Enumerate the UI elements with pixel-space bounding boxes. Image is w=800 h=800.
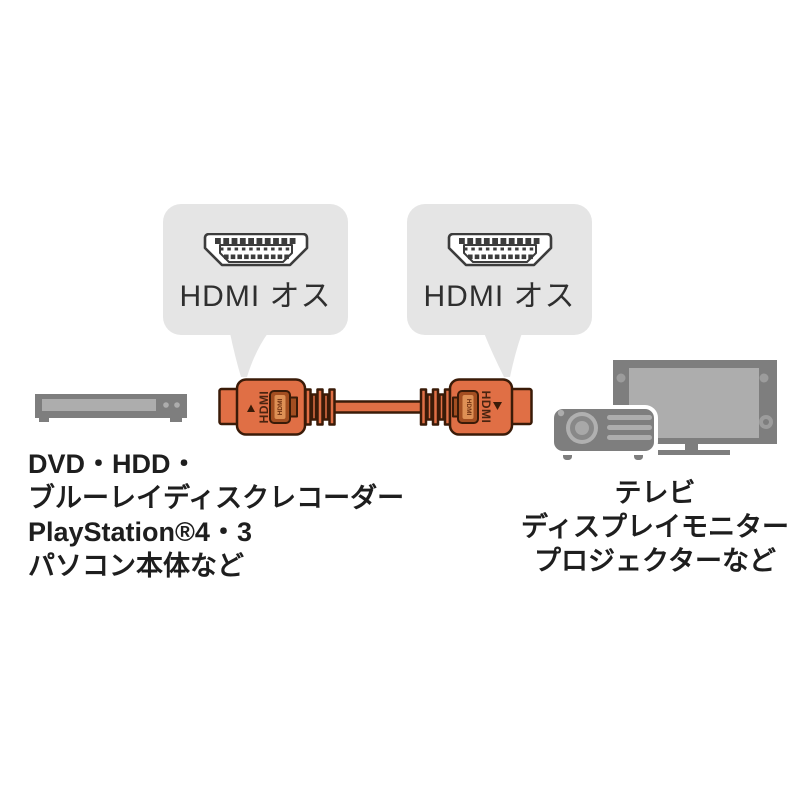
cable-strain-relief-right — [419, 388, 452, 426]
label-line: プロジェクターなど — [534, 546, 776, 576]
connector-inner-shell — [218, 244, 293, 263]
label-line: PlayStation®4・3 — [28, 517, 252, 547]
orientation-arrow-icon — [247, 404, 255, 412]
hdmi-plug-markings-left: HDMI HDMI — [247, 390, 298, 424]
label-line: パソコン本体など — [28, 551, 244, 581]
connector-pins-middle — [463, 247, 533, 251]
label-line: ブルーレイディスクレコーダー — [28, 483, 405, 513]
callout-tail-left — [230, 333, 268, 377]
projector-icon — [550, 405, 658, 460]
connector-pins-middle — [219, 247, 289, 251]
emboss-hdmi-text-left: HDMI — [277, 399, 284, 416]
hdmi-plug-markings-right: HDMI HDMI — [452, 390, 502, 424]
source-devices-label: DVD・HDD・ ブルーレイディスクレコーダー PlayStation®4・3 … — [28, 447, 404, 583]
plug-hdmi-text-left: HDMI — [257, 391, 271, 424]
connector-inner-shell — [462, 244, 537, 263]
label-line: ディスプレイモニター — [520, 512, 790, 542]
callout-label-left: HDMI オス — [179, 280, 332, 313]
callout-hdmi-male-right: HDMI オス — [407, 204, 592, 335]
hdmi-connector-face-icon — [203, 233, 308, 267]
dvd-recorder-icon — [35, 394, 187, 422]
connector-pins-bottom — [467, 254, 533, 260]
emboss-hdmi-text-right: HDMI — [465, 399, 472, 416]
display-devices-label: テレビ ディスプレイモニター プロジェクターなど — [505, 476, 800, 578]
tv-projector-icon — [550, 360, 777, 460]
connector-pins-top — [214, 238, 295, 244]
hdmi-cable-illustration: HDMI HDMI HDMI HDMI — [218, 378, 533, 436]
label-line: DVD・HDD・ — [28, 449, 198, 479]
label-line: テレビ — [614, 478, 696, 508]
projector-vents — [607, 415, 652, 440]
connector-pins-top — [458, 238, 539, 244]
hdmi-connector-face-icon — [447, 233, 552, 267]
callout-tail-right — [484, 333, 522, 377]
orientation-arrow-icon — [493, 402, 502, 410]
connector-pins-bottom — [223, 254, 289, 260]
hdmi-plug-tip-right — [509, 387, 533, 426]
callout-hdmi-male-left: HDMI オス — [163, 204, 348, 335]
cable-strain-relief-left — [304, 388, 336, 426]
callout-label-right: HDMI オス — [423, 280, 576, 313]
plug-hdmi-text-right: HDMI — [479, 391, 493, 424]
